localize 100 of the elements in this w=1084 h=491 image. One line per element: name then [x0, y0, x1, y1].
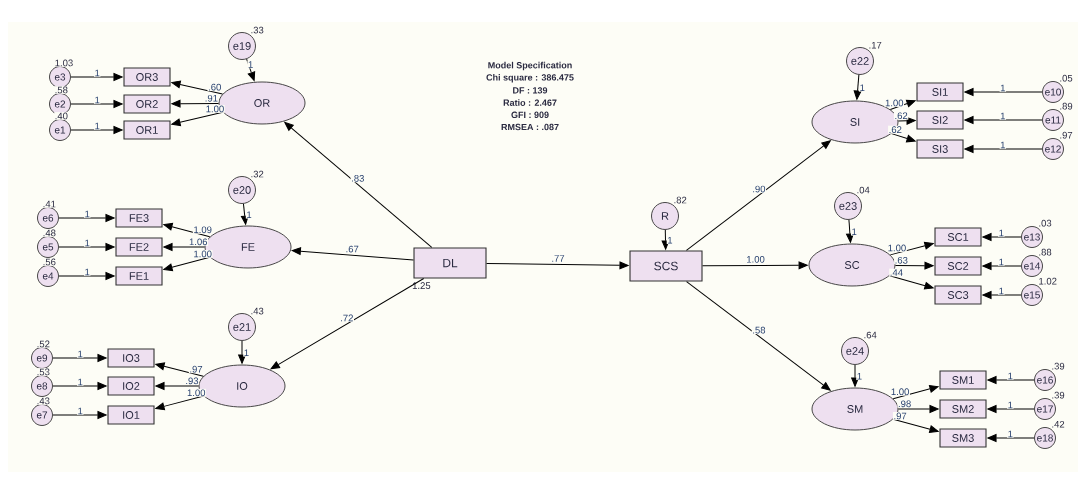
edge-label: 1 [85, 268, 90, 276]
variance-label: .05 [1058, 74, 1074, 83]
variance-label: 1.03 [54, 59, 74, 67]
variance-label: .48 [42, 229, 57, 237]
arrow [846, 219, 854, 243]
variance-label: .58 [54, 86, 69, 94]
arrow [58, 272, 115, 280]
arrow [851, 364, 859, 387]
variance-label: .32 [250, 170, 265, 178]
edge-label: 1 [999, 229, 1004, 237]
edge-label: .72 [341, 314, 353, 322]
arrow [52, 411, 107, 419]
arrow [686, 281, 831, 391]
indicator-box: FE1 [115, 266, 163, 286]
variance-label: .40 [54, 112, 69, 120]
indicator-box: OR2 [123, 94, 171, 114]
edge-label: .67 [346, 245, 359, 253]
edge-label: 1 [999, 258, 1004, 266]
indicator-box: SC1 [934, 227, 982, 247]
arrow [892, 418, 939, 433]
edge-label: 1 [85, 210, 90, 218]
indicator-box: OR3 [123, 67, 171, 87]
variance-label: .39 [1050, 362, 1066, 371]
edge-label: .62 [889, 126, 902, 133]
variance-label: .64 [863, 331, 878, 339]
variance-label: .89 [1058, 102, 1074, 111]
edge-label: 1 [1008, 430, 1013, 438]
variance-label: 1.25 [411, 281, 432, 290]
indicator-box: IO2 [107, 376, 155, 396]
arrow [70, 73, 123, 81]
edge-label: .98 [898, 400, 911, 408]
indicator-box: SM1 [939, 370, 987, 390]
variance-label: .03 [1037, 219, 1053, 228]
edge-label: .83 [352, 174, 364, 182]
edge-label: 1 [248, 61, 253, 68]
variable-box: SCS [629, 250, 703, 282]
variance-label: .43 [36, 397, 51, 405]
edge-label: 1 [247, 211, 252, 218]
arrow [171, 99, 220, 108]
arrow [155, 362, 204, 377]
edge-label: 1.00 [888, 244, 906, 252]
arrow [270, 278, 425, 370]
edge-label: .62 [895, 112, 908, 120]
arrow [892, 385, 939, 400]
indicator-box: IO3 [107, 348, 155, 368]
indicator-box: SC2 [934, 256, 982, 276]
edge-label: .91 [205, 94, 218, 102]
edge-label: 1 [95, 96, 100, 104]
edge-label: 1 [999, 287, 1004, 295]
edge-label: 1.00 [206, 105, 224, 113]
edge-label: 1 [78, 350, 83, 358]
arrow [155, 382, 200, 390]
edge-label: 1 [852, 228, 857, 235]
arrow [163, 243, 206, 251]
variance-label: .56 [42, 258, 57, 266]
arrow [163, 222, 211, 238]
indicator-box: IO1 [107, 405, 155, 425]
variance-label: .42 [1050, 420, 1066, 429]
edge-label: .44 [890, 269, 903, 276]
edge-label: .77 [552, 255, 565, 262]
arrow [52, 382, 107, 390]
indicator-box: FE2 [115, 237, 163, 257]
arrow [238, 340, 246, 364]
edge-label: 1 [95, 69, 100, 77]
variance-label: .97 [1058, 131, 1074, 140]
arrow [987, 405, 1035, 413]
arrow [891, 133, 916, 143]
arrow [171, 80, 223, 95]
indicator-box: FE3 [115, 208, 163, 228]
fit-statistic: DF : 139 [513, 87, 548, 94]
edge-label: .93 [186, 377, 199, 385]
edge-label: 1 [1008, 401, 1013, 409]
arrow [889, 241, 934, 256]
arrow [70, 126, 123, 134]
variance-label: .17 [868, 41, 883, 49]
variable-box: DL [413, 247, 487, 279]
edge-label: 1 [857, 373, 862, 380]
indicator-box: SI3 [916, 139, 964, 159]
indicator-box: SI1 [916, 82, 964, 102]
variance-label: .33 [250, 26, 265, 34]
arrow [964, 145, 1043, 153]
indicator-box: SC3 [934, 285, 982, 305]
indicator-box: SM3 [939, 428, 987, 448]
variance-label: 1.02 [1037, 277, 1058, 286]
arrow [58, 243, 115, 251]
arrow [58, 214, 115, 222]
arrow [702, 261, 808, 270]
arrow [897, 116, 916, 125]
edge-label: 1 [1000, 84, 1005, 92]
arrow [889, 99, 916, 111]
fit-statistic: RMSEA : .087 [501, 123, 559, 131]
edge-label: 1.00 [885, 99, 904, 107]
arrow [661, 229, 670, 250]
arrow [889, 275, 934, 290]
arrow [964, 88, 1043, 96]
arrow [894, 261, 934, 270]
arrow [987, 434, 1035, 442]
arrow [284, 121, 433, 248]
edge-label: 1.06 [189, 238, 208, 246]
edge-label: .58 [753, 326, 766, 334]
